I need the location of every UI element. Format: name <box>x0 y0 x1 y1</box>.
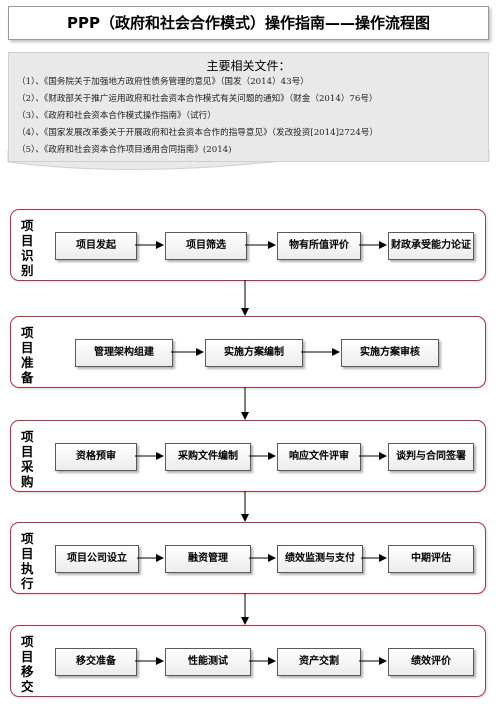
stage-label: 项目移交 <box>21 634 34 694</box>
step-node: 移交准备 <box>55 648 137 676</box>
step-node: 资格预审 <box>55 443 137 471</box>
stage-panel-execution: 项目执行 项目公司设立 融资管理 绩效监测与支付 中期评估 <box>10 522 486 594</box>
stage-panel-procurement: 项目采购 资格预审 采购文件编制 响应文件评审 谈判与合同签署 <box>10 420 486 492</box>
step-node: 物有所值评价 <box>277 232 361 260</box>
document-item: （3）、《政府和社会资本合作模式操作指南》（试行） <box>17 111 216 121</box>
stage-panel-transfer: 项目移交 移交准备 性能测试 资产交割 绩效评价 <box>10 625 486 697</box>
documents-heading: 主要相关文件： <box>206 59 291 73</box>
document-item: （2）、《财政部关于推广运用政府和社会资本合作模式有关问题的通知》（财金（201… <box>17 94 378 104</box>
stage-label: 项目采购 <box>21 429 34 489</box>
step-node: 绩效监测与支付 <box>277 545 363 573</box>
step-node: 绩效评价 <box>388 648 474 676</box>
stage-label: 项目准备 <box>21 325 34 385</box>
step-node: 资产交割 <box>277 648 361 676</box>
related-documents: 主要相关文件： （1）、《国务院关于加强地方政府性债务管理的意见》（国发（201… <box>8 52 489 162</box>
step-node: 管理架构组建 <box>75 339 173 367</box>
step-node: 响应文件评审 <box>277 443 361 471</box>
step-node: 财政承受能力论证 <box>388 232 474 260</box>
stage-label: 项目执行 <box>21 531 34 591</box>
step-node: 项目筛选 <box>165 232 247 260</box>
step-node: 融资管理 <box>165 545 251 573</box>
step-node: 性能测试 <box>165 648 251 676</box>
step-node: 采购文件编制 <box>165 443 251 471</box>
step-node: 谈判与合同签署 <box>388 443 474 471</box>
step-node: 项目发起 <box>55 232 137 260</box>
step-node: 实施方案编制 <box>205 339 303 367</box>
step-node: 实施方案审核 <box>341 339 439 367</box>
document-item: （1）、《国务院关于加强地方政府性债务管理的意见》（国发（2014）43号） <box>17 77 309 87</box>
document-item: （4）、《国家发展改革委关于开展政府和社会资本合作的指导意见》（发改投资[201… <box>17 128 378 138</box>
document-item: （5）、《政府和社会资本合作项目通用合同指南》(2014) <box>17 145 232 155</box>
step-node: 项目公司设立 <box>55 545 139 573</box>
step-node: 中期评估 <box>388 545 474 573</box>
stage-panel-preparation: 项目准备 管理架构组建 实施方案编制 实施方案审核 <box>10 316 486 388</box>
stage-label: 项目识别 <box>21 218 34 278</box>
page-title: PPP（政府和社会合作模式）操作指南——操作流程图 <box>8 6 489 40</box>
